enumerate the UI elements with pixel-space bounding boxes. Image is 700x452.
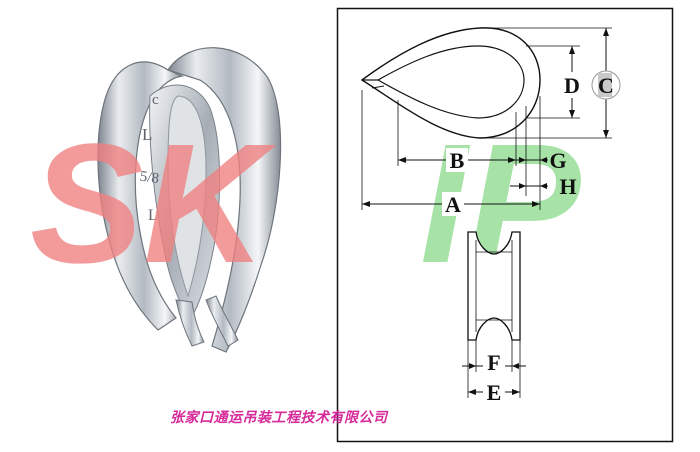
thimble-outline-outer [360,27,541,139]
thimble-outline-inner [376,45,525,119]
label-g: G [549,148,566,173]
label-e: E [487,380,502,405]
label-h: H [559,174,576,199]
stamp-bottom: L [148,207,158,224]
stamp-mid: L [142,125,152,144]
label-b: B [450,148,465,173]
label-f: F [487,350,500,375]
stamp-size: 5/8 [139,169,160,188]
stamp-top: c [152,92,159,108]
technical-diagram: C D B G H A [336,7,674,443]
label-d: D [564,73,580,98]
c-label-bg [598,73,612,97]
diagram-frame [336,7,674,443]
label-c: C [598,73,614,98]
label-a: A [445,192,461,217]
thimble-photo: c L 5/8 L [97,47,282,353]
watermark-sk: SK [30,109,277,299]
company-name: 张家口通运吊装工程技术有限公司 [170,410,388,426]
